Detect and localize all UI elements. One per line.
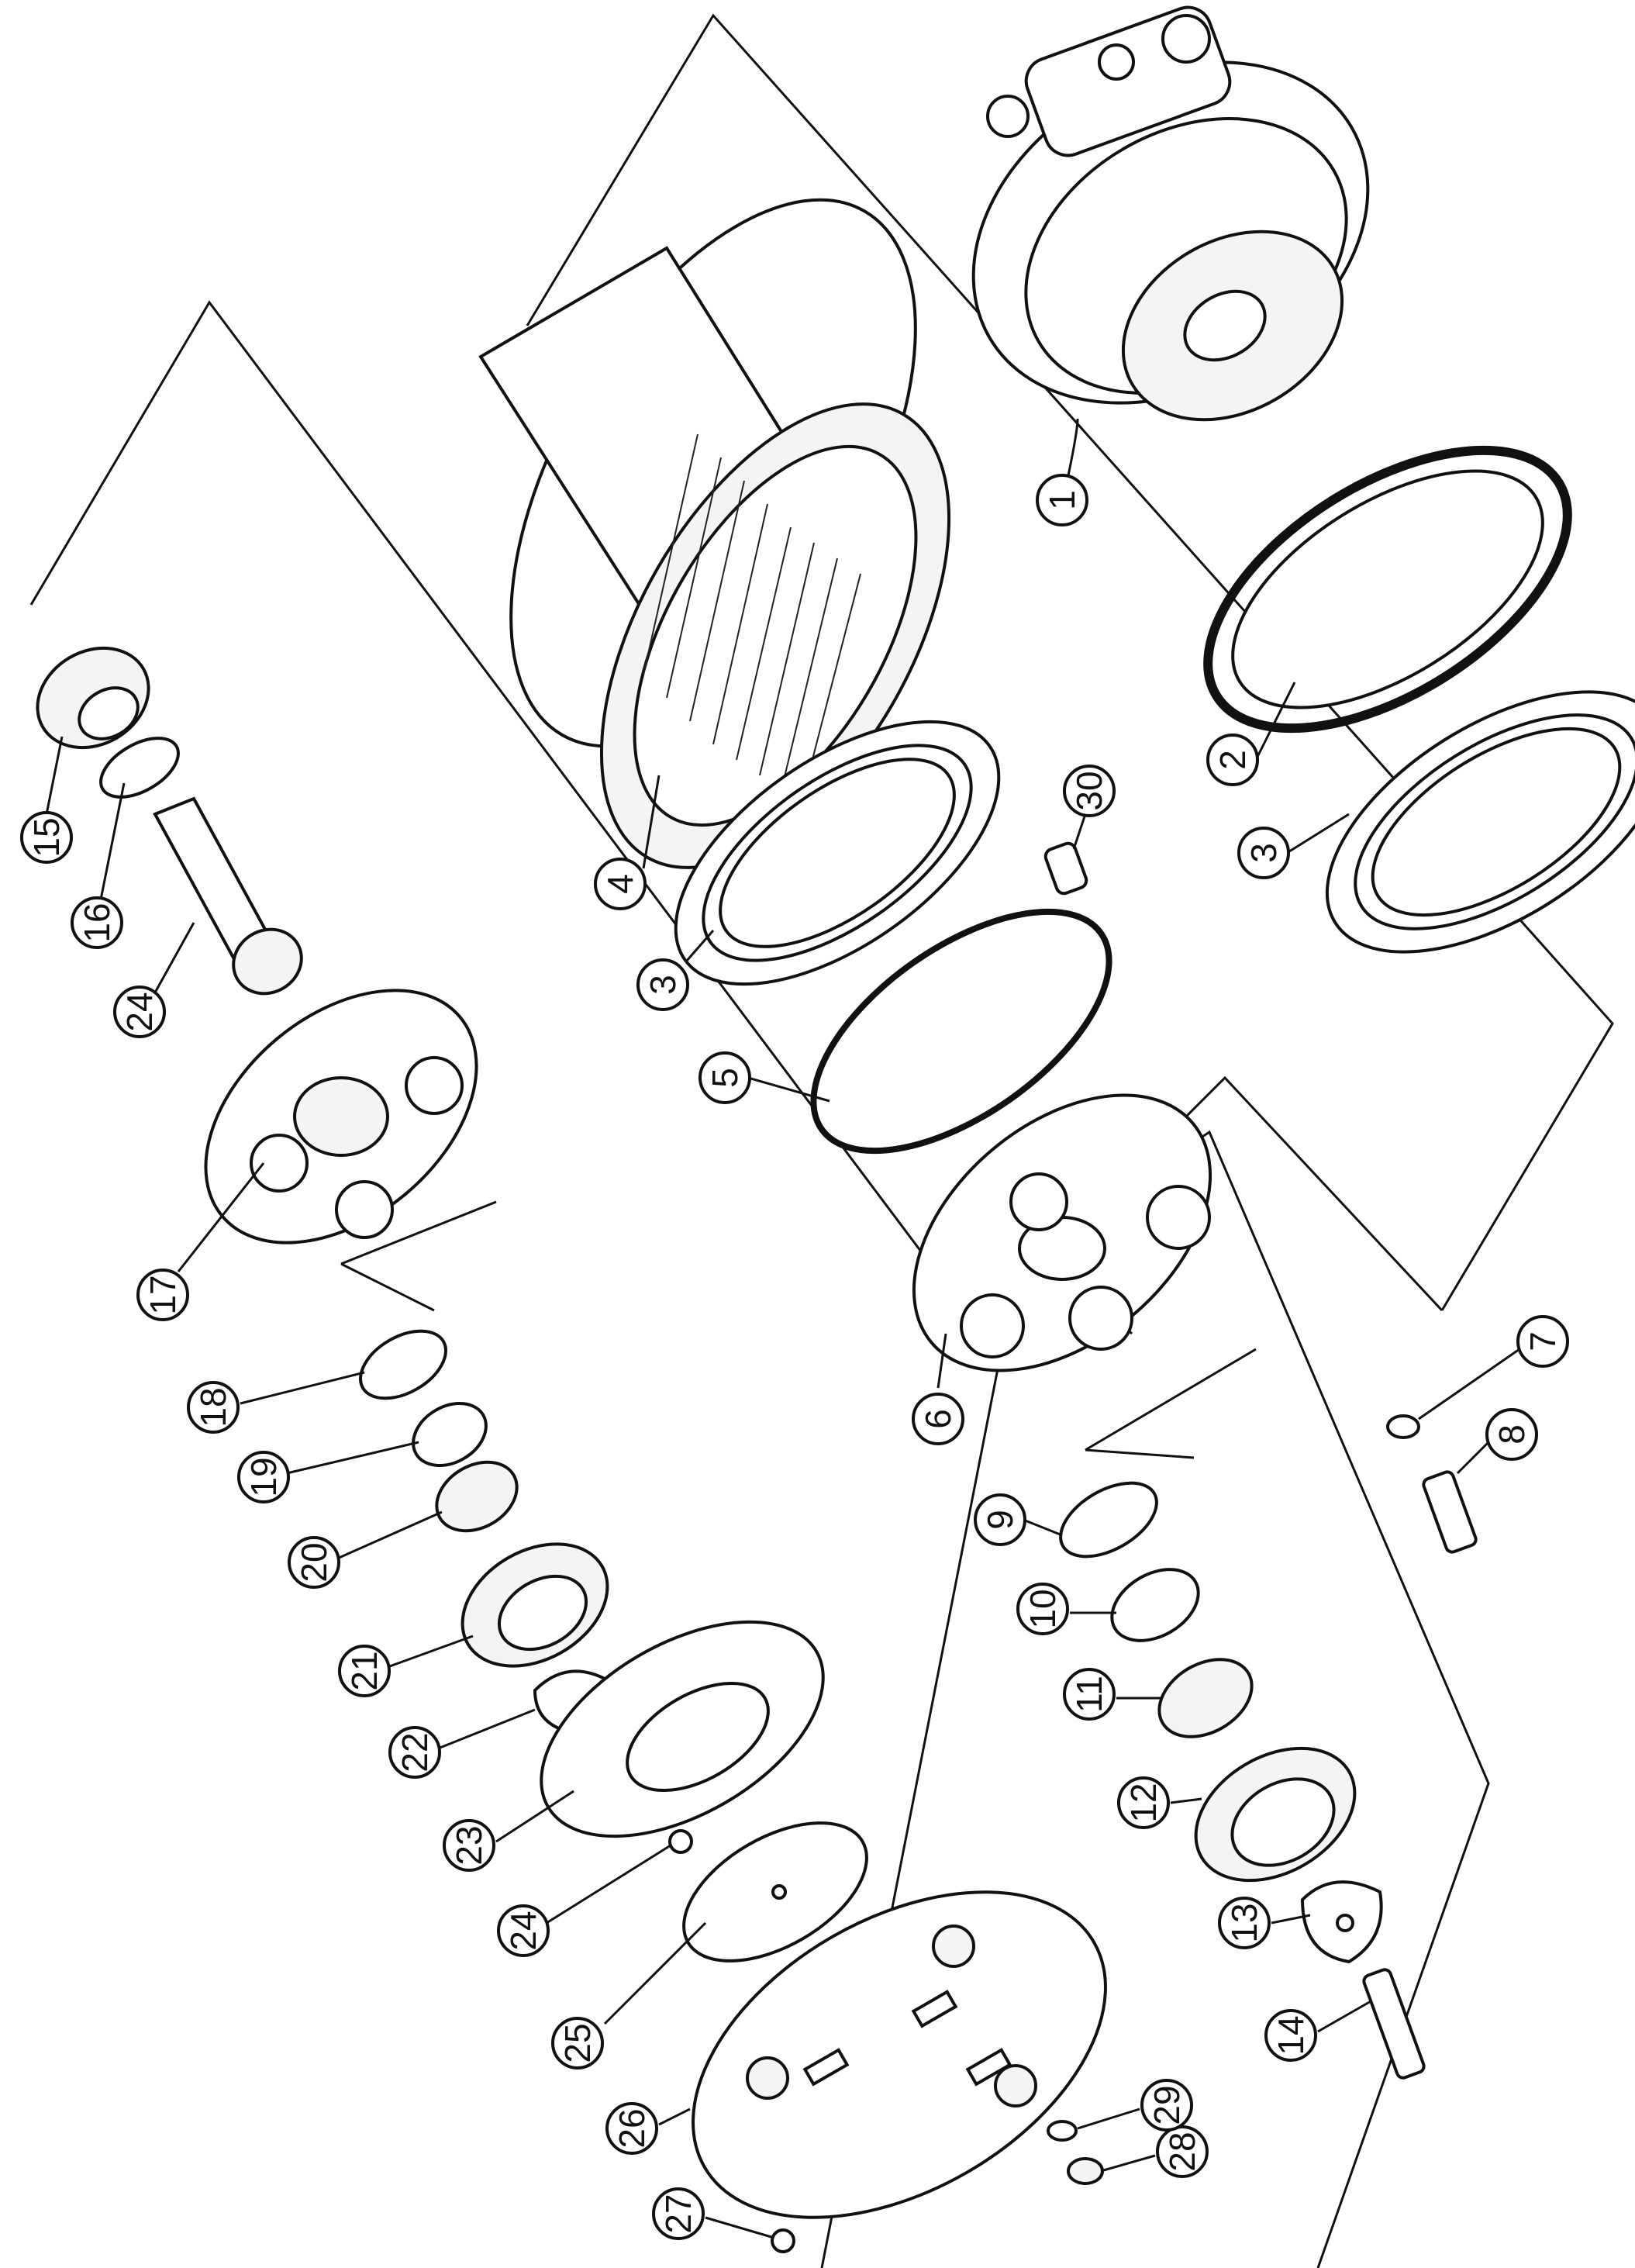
callout-30: 29	[1077, 2079, 1193, 2132]
callout-3-upper: 3	[1237, 813, 1350, 879]
callout-2-number: 2	[1212, 750, 1253, 770]
callout-29: 28	[1100, 2125, 1209, 2178]
part-9-thrust-washer	[1059, 1481, 1158, 1559]
callout-21-number: 21	[344, 1651, 385, 1690]
part-3-bearing-upper	[1325, 690, 1635, 954]
callout-1: 1	[1036, 418, 1088, 526]
part-21-planet-gear	[460, 1542, 609, 1668]
callout-28: 27	[652, 2187, 772, 2240]
callout-27-number: 26	[612, 2108, 652, 2148]
callout-31-number: 30	[1069, 771, 1109, 810]
callout-25-number: 24	[119, 992, 160, 1031]
callout-29-number: 28	[1162, 2132, 1202, 2171]
part-10-bushing	[1110, 1568, 1200, 1642]
callout-19-number: 19	[243, 1457, 284, 1496]
part-14-bolt	[1362, 1968, 1426, 2080]
callout-26: 25	[551, 1921, 707, 2070]
callout-24-number: 24	[503, 1911, 543, 1950]
part-13-retainer-plate	[1300, 1880, 1383, 1964]
callout-3-upper-number: 3	[1243, 843, 1284, 863]
callout-21: 21	[338, 1635, 474, 1697]
callout-11: 11	[1063, 1668, 1163, 1721]
part-17-planet-carrier	[204, 989, 478, 1244]
callout-15: 15	[20, 736, 73, 864]
callout-labels: 1 2 3 3 4 5 6	[20, 418, 1569, 2240]
part-1-motor-housing	[971, 5, 1370, 422]
part-30-o-ring	[1047, 2120, 1078, 2142]
callout-26-number: 25	[557, 2023, 598, 2063]
callout-10-number: 10	[1023, 1589, 1063, 1628]
callout-14: 14	[1264, 1999, 1373, 2062]
callout-16-number: 16	[77, 903, 117, 942]
part-23-thrust-plate	[540, 1620, 825, 1838]
callout-3-lower: 3	[636, 930, 715, 1011]
part-27-cover	[692, 1890, 1107, 2219]
callout-19: 19	[237, 1441, 419, 1503]
callout-5: 5	[698, 1051, 830, 1104]
callout-18-number: 18	[193, 1387, 233, 1427]
part-11-needle-bearing	[1157, 1658, 1254, 1738]
callout-5-number: 5	[705, 1068, 745, 1088]
callout-20-number: 20	[294, 1542, 334, 1582]
part-2-seal-ring	[1203, 445, 1572, 734]
callout-10: 10	[1016, 1583, 1116, 1635]
callout-22-number: 22	[395, 1732, 435, 1772]
callout-17: 17	[136, 1162, 265, 1321]
callout-27: 26	[605, 2102, 691, 2155]
part-5-o-ring	[810, 908, 1112, 1155]
part-4-ring-gear-housing	[478, 198, 951, 869]
callout-11-number: 11	[1069, 1676, 1109, 1713]
callout-1-number: 1	[1042, 490, 1082, 510]
callout-22: 22	[388, 1708, 536, 1779]
callout-12-number: 12	[1123, 1783, 1164, 1822]
part-19-bushing	[412, 1402, 488, 1467]
part-25-input-shaft	[153, 796, 303, 996]
callout-2: 2	[1206, 682, 1296, 786]
part-12-planet-gear	[1194, 1746, 1357, 1883]
part-18-thrust-washer	[359, 1329, 447, 1400]
callout-12: 12	[1117, 1776, 1202, 1829]
callout-6-number: 6	[918, 1409, 958, 1429]
callout-25: 24	[113, 922, 195, 1038]
part-26-disc	[682, 1821, 868, 1962]
callout-8-number: 8	[1492, 1424, 1532, 1445]
callout-13: 13	[1218, 1897, 1311, 1949]
part-3-bearing-lower	[674, 720, 1001, 986]
callout-20: 20	[288, 1510, 443, 1589]
callout-8: 8	[1456, 1408, 1538, 1475]
part-29-plug	[1067, 2157, 1104, 2185]
callout-30-number: 29	[1147, 2085, 1187, 2125]
callout-23-number: 23	[449, 1825, 489, 1865]
callout-31: 30	[1063, 765, 1116, 850]
part-8-bolt	[1422, 1470, 1478, 1554]
callout-4-number: 4	[600, 874, 640, 894]
callout-6: 6	[912, 1333, 964, 1445]
callout-7: 7	[1418, 1315, 1569, 1421]
callout-13-number: 13	[1224, 1903, 1264, 1942]
part-15-sun-gear	[36, 646, 150, 750]
callout-15-number: 15	[26, 817, 67, 857]
part-20-needle-bearing	[435, 1460, 519, 1533]
part-6-planet-carrier	[912, 1093, 1212, 1372]
callout-23: 23	[443, 1790, 574, 1872]
callout-9: 9	[974, 1493, 1063, 1546]
part-28-screw	[771, 2228, 795, 2253]
callout-14-number: 14	[1271, 2015, 1311, 2055]
part-24-screw	[668, 1829, 693, 1854]
callout-28-number: 27	[658, 2194, 698, 2233]
callout-3-lower-number: 3	[643, 975, 683, 995]
part-16-snap-ring	[99, 737, 180, 799]
callout-24: 24	[497, 1844, 671, 1957]
callout-7-number: 7	[1523, 1331, 1563, 1351]
part-7-washer	[1386, 1414, 1420, 1439]
callout-17-number: 17	[143, 1275, 183, 1314]
callout-4: 4	[594, 775, 661, 910]
callout-16: 16	[71, 782, 126, 949]
callout-18: 18	[187, 1371, 365, 1434]
part-31-pin	[1043, 841, 1088, 896]
callout-9-number: 9	[980, 1510, 1020, 1530]
